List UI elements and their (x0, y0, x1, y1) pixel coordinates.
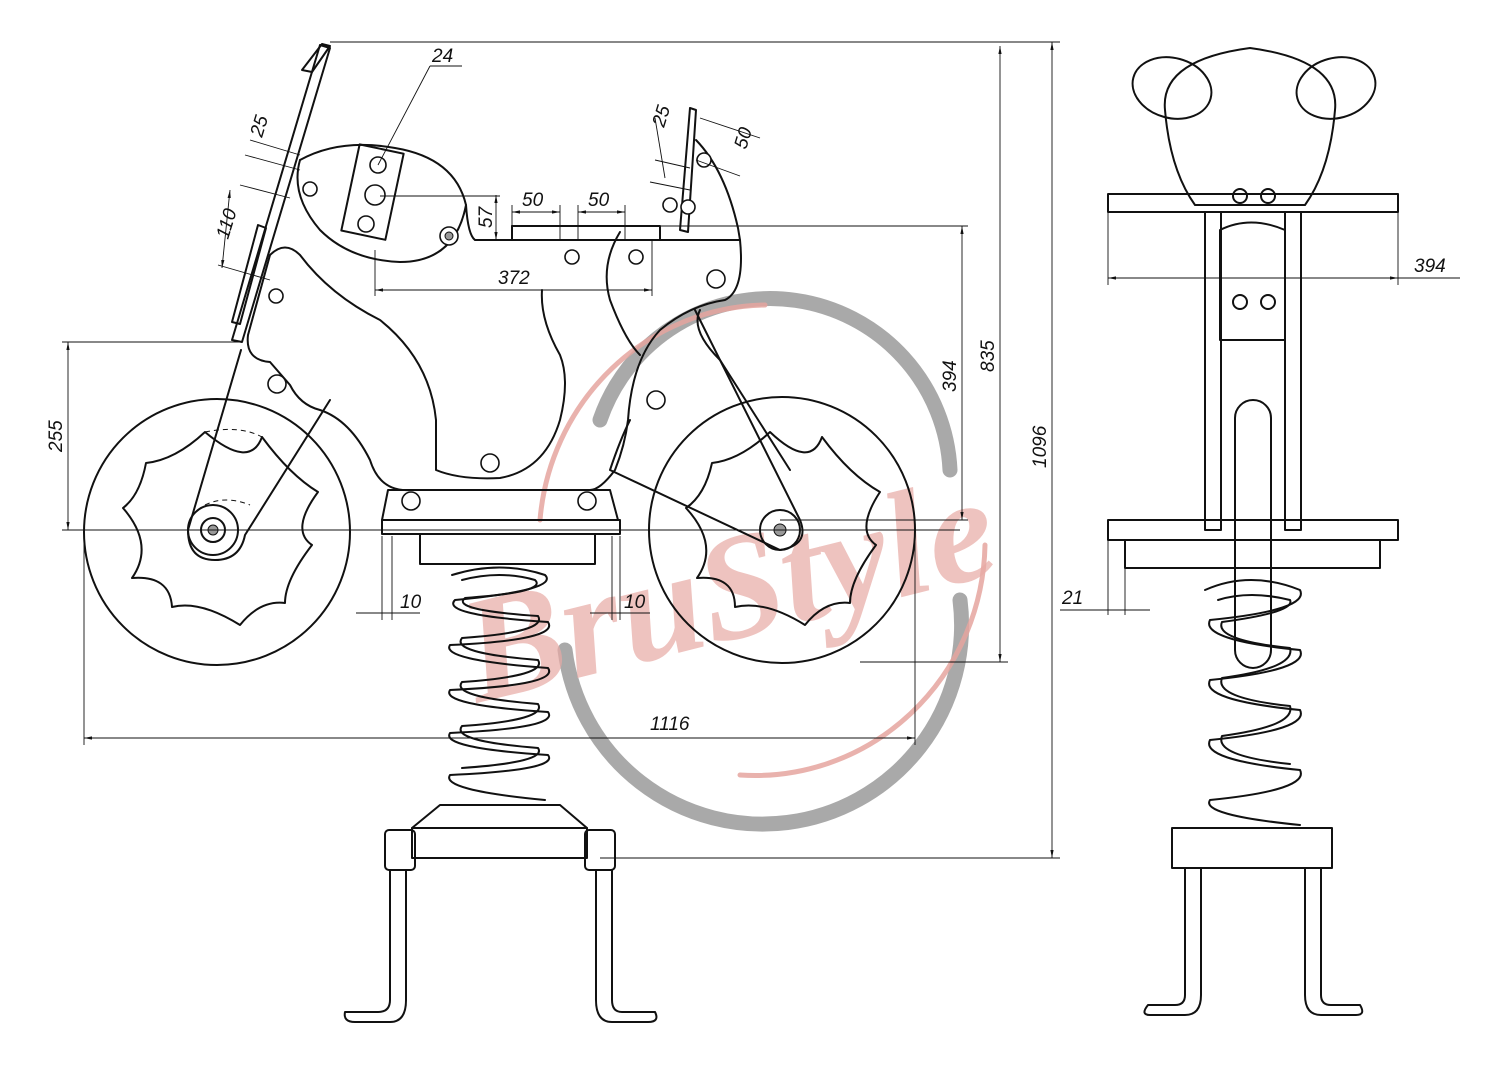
dim-plate-margin-left: 10 (400, 592, 422, 613)
dim-footrest-offset: 21 (1061, 588, 1083, 609)
dim-rear-bracket-offset: 25 (648, 103, 675, 131)
dim-total-length: 1116 (650, 714, 690, 735)
front-view (1107, 47, 1399, 1016)
dim-total-height: 1096 (1030, 425, 1051, 468)
spring (448, 566, 551, 801)
watermark: BruStyle (443, 291, 1011, 832)
dim-plate-margin-right: 10 (624, 592, 646, 613)
dim-seat-height: 835 (978, 340, 999, 372)
dim-rear-bracket-height: 50 (731, 125, 757, 152)
dim-handlebar-width: 394 (1414, 256, 1446, 277)
dim-tank-drop: 57 (476, 205, 497, 228)
front-wheel (83, 398, 351, 666)
dim-front-bracket-height: 110 (213, 206, 242, 242)
dim-seat-above-base: 394 (940, 360, 961, 392)
dimension-lines (62, 41, 1460, 859)
dim-seat-length: 372 (498, 268, 530, 289)
dim-seat-bolt-a: 50 (522, 190, 544, 211)
side-view (83, 43, 916, 1023)
dim-front-bracket-offset: 25 (246, 113, 273, 141)
dim-seat-bolt-b: 50 (588, 190, 610, 211)
dim-bolt-spacing-top: 24 (431, 46, 453, 67)
dim-axle-height: 255 (46, 420, 67, 453)
